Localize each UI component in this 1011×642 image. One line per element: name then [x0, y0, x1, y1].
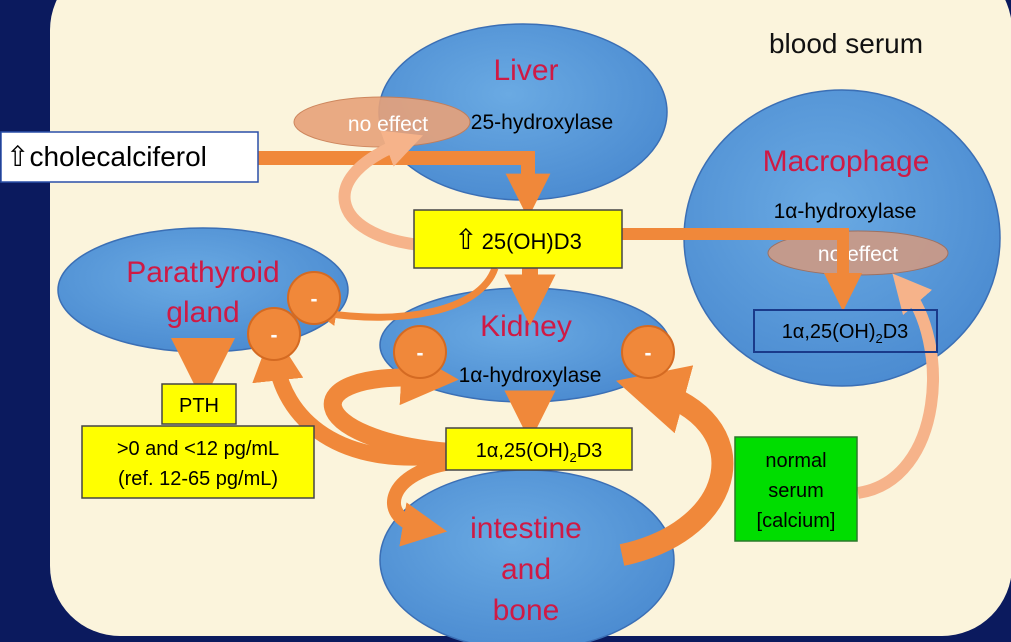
arrow-calcium-to-macrophage	[856, 273, 939, 499]
inhibition-sign-kidney-left	[393, 325, 447, 379]
arrow-intestine-to-kidney	[616, 365, 734, 566]
intestine-bone-line3: bone	[493, 594, 560, 627]
pth-value-line2: (ref. 12-65 pg/mL)	[118, 468, 278, 490]
inhibition-sign-text: -	[417, 342, 424, 365]
inhibition-signs: - - - -	[247, 271, 675, 379]
kidney-enzyme: 1α-hydroxylase	[459, 364, 602, 387]
arrow-cholecalciferol-to-calcidiol	[258, 151, 551, 219]
cholecalciferol-label: ⇧cholecalciferol	[6, 141, 207, 172]
calcitriol-kidney-box	[445, 427, 633, 471]
calcium-line1: normal	[765, 450, 826, 472]
up-arrow-icon: ⇧	[454, 224, 477, 255]
calcium-line2: serum	[768, 480, 824, 502]
inhibition-sign-text: -	[311, 288, 318, 311]
arrow-calcitriol-to-intestine	[387, 455, 459, 547]
arrow-calcidiol-to-parathyroid	[313, 266, 499, 326]
calcium-line3: [calcium]	[757, 510, 836, 532]
inhibition-sign-text: -	[645, 342, 652, 365]
calcium-box	[734, 436, 858, 542]
inhibition-sign-parathyroid-upper	[287, 271, 341, 325]
inhibition-sign-parathyroid-lower	[247, 307, 301, 361]
arrow-calcidiol-feedback-liver	[338, 130, 424, 251]
parathyroid-title-line1: Parathyroid	[126, 256, 279, 289]
arrows-layer	[170, 130, 939, 566]
calcidiol-box	[413, 209, 623, 269]
calcitriol-macrophage-label: 1α,25(OH)2D3	[782, 321, 909, 346]
blood-serum-label: blood serum	[769, 28, 923, 59]
pth-value-line1: >0 and <12 pg/mL	[117, 438, 279, 460]
calcitriol-kidney-label: 1α,25(OH)2D3	[476, 440, 603, 465]
arrow-calcitriol-to-parathyroid	[252, 329, 452, 466]
inhibition-sign-text: -	[271, 324, 278, 347]
no-effect-liver-label: no effect	[348, 113, 428, 136]
intestine-bone-line1: intestine	[470, 512, 582, 545]
no-effect-macrophage-label: no effect	[818, 243, 898, 266]
parathyroid-title-line2: gland	[166, 296, 239, 329]
arrow-calcitriol-feedback-kidney	[323, 347, 459, 461]
arrow-calcidiol-to-macrophage	[622, 228, 863, 312]
liver-title: Liver	[493, 54, 558, 87]
up-arrow-icon: ⇧	[6, 141, 29, 172]
liver-enzyme: 25-hydroxylase	[471, 111, 613, 134]
pth-value-box	[81, 425, 315, 499]
calcitriol-macrophage-box	[753, 309, 938, 353]
intestine-bone-line2: and	[501, 553, 551, 586]
pth-label: PTH	[179, 395, 219, 417]
cholecalciferol-box	[0, 131, 259, 183]
kidney-title: Kidney	[480, 310, 572, 343]
inhibition-sign-kidney-right	[621, 325, 675, 379]
pth-box	[161, 383, 237, 425]
macrophage-title: Macrophage	[763, 145, 930, 178]
macrophage-enzyme: 1α-hydroxylase	[774, 200, 917, 223]
calcidiol-label: ⇧25(OH)D3	[454, 224, 582, 255]
